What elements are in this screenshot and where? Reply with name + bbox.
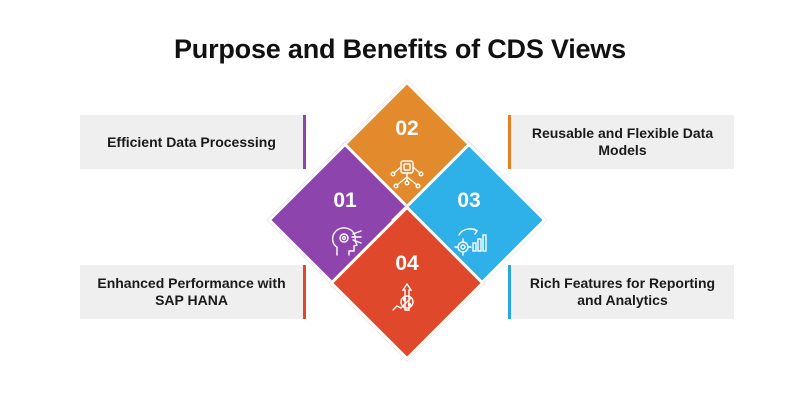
speed-arrow-icon xyxy=(392,283,414,311)
diamond-number: 01 xyxy=(333,189,357,212)
diamond-04: 04 xyxy=(329,205,485,361)
card-enhanced-performance: Enhanced Performance with SAP HANA xyxy=(80,265,306,319)
card-reusable-data-models: Reusable and Flexible Data Models xyxy=(508,115,734,169)
card-label: Reusable and Flexible Data Models xyxy=(531,125,714,158)
card-rich-features: Rich Features for Reporting and Analytic… xyxy=(508,265,734,319)
diamond-number: 03 xyxy=(457,189,481,212)
diamond-02: 02 xyxy=(329,80,485,236)
diamond-number: 02 xyxy=(395,117,419,140)
network-chip-icon xyxy=(390,160,424,189)
card-efficient-data-processing: Efficient Data Processing xyxy=(80,115,306,169)
card-label: Enhanced Performance with SAP HANA xyxy=(97,275,286,308)
page-title: Purpose and Benefits of CDS Views xyxy=(173,34,626,64)
diamond-01: 01 xyxy=(267,142,423,298)
card-label: Efficient Data Processing xyxy=(107,133,276,150)
gear-chart-icon xyxy=(454,228,487,256)
card-label: Rich Features for Reporting and Analytic… xyxy=(529,275,716,308)
brain-gears-icon xyxy=(331,227,362,256)
diamond-number: 04 xyxy=(395,252,419,275)
diamond-03: 03 xyxy=(391,142,547,298)
